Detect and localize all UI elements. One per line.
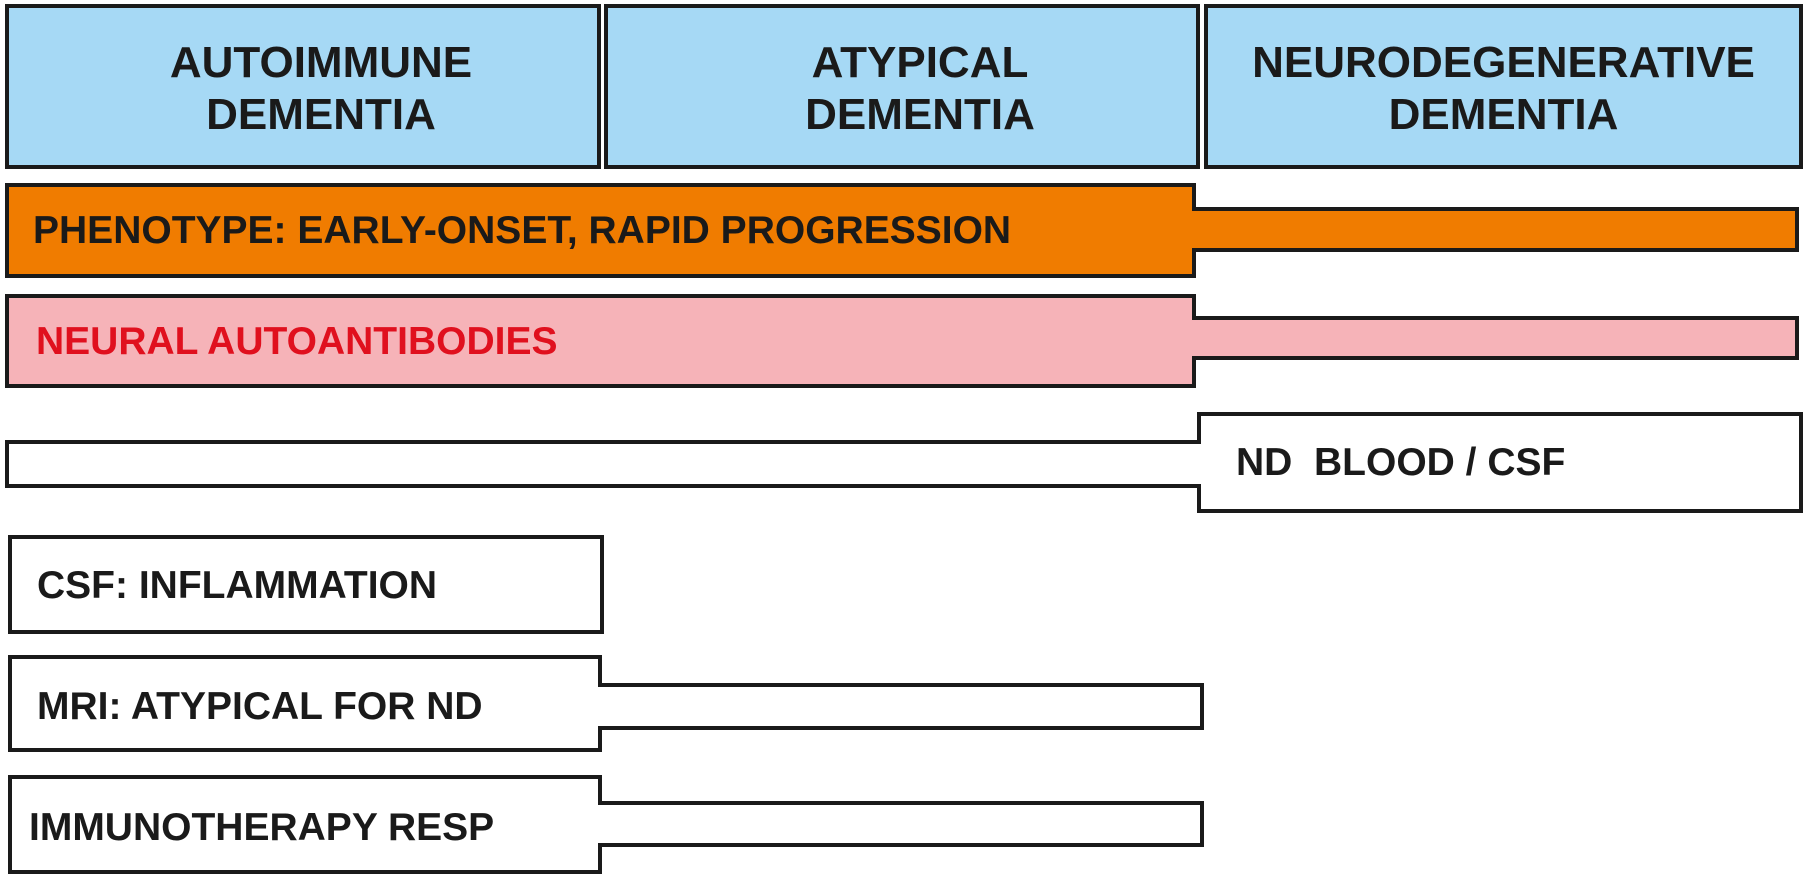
phenotype-label: PHENOTYPE: EARLY-ONSET, RAPID PROGRESSIO…	[33, 209, 1012, 252]
header-atypical: ATYPICAL DEMENTIA	[606, 37, 1234, 141]
header-atypical-line2: DEMENTIA	[805, 90, 1035, 139]
header-autoimmune-line2: DEMENTIA	[206, 90, 436, 139]
header-box-neurodegenerative	[1204, 4, 1803, 169]
nd-blood-csf-bar	[5, 412, 1803, 513]
mri-label: MRI: ATYPICAL FOR ND	[37, 685, 483, 728]
header-neurodegenerative-line1: NEURODEGENERATIVE	[1252, 38, 1755, 87]
header-autoimmune: AUTOIMMUNE DEMENTIA	[7, 37, 635, 141]
csf-inflammation-label: CSF: INFLAMMATION	[37, 564, 438, 607]
autoantibodies-bar	[5, 294, 1799, 388]
header-neurodegenerative: NEURODEGENERATIVE DEMENTIA	[1206, 37, 1801, 141]
csf-inflammation-box	[8, 535, 604, 634]
header-box-autoimmune	[5, 4, 601, 169]
header-box-atypical	[604, 4, 1200, 169]
header-autoimmune-line1: AUTOIMMUNE	[169, 38, 473, 87]
immunotherapy-label: IMMUNOTHERAPY RESP	[29, 806, 495, 849]
mri-bar	[8, 655, 1204, 752]
autoantibodies-label: NEURAL AUTOANTIBODIES	[36, 320, 558, 363]
header-atypical-line1: ATYPICAL	[811, 38, 1029, 87]
nd-blood-csf-label: ND BLOOD / CSF	[1236, 441, 1566, 484]
immunotherapy-bar	[8, 775, 1204, 874]
header-neurodegenerative-line2: DEMENTIA	[1388, 90, 1619, 139]
phenotype-bar	[5, 183, 1799, 278]
